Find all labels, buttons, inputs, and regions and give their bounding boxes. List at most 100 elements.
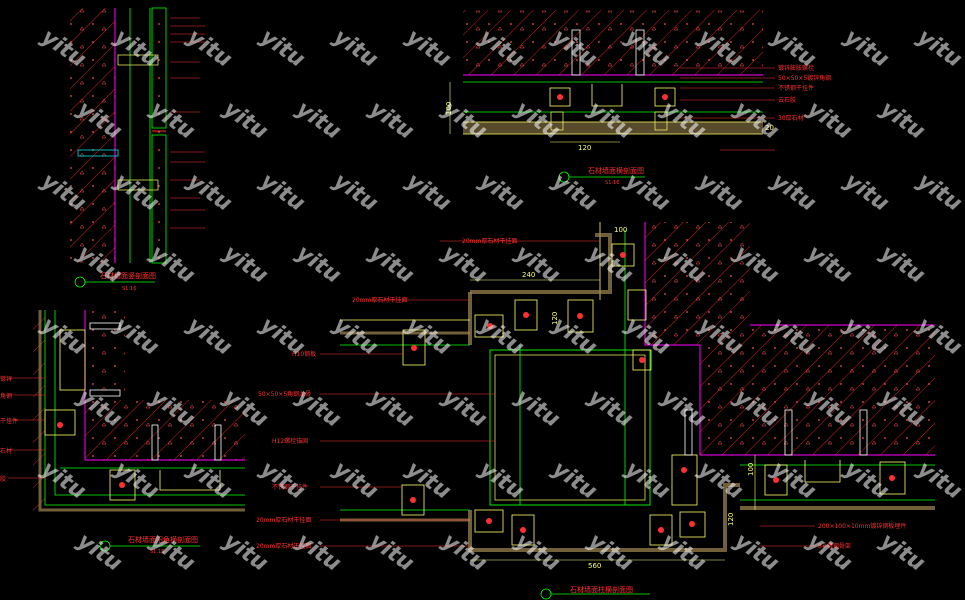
watermark-text: yitu (803, 96, 857, 144)
watermark-text: yitu (146, 96, 200, 144)
tr-label-5: 30厚石材 (778, 114, 804, 122)
watermark-text: yitu (876, 240, 930, 288)
dim-tr-d2: 120 (578, 144, 591, 152)
br-label-left-1: 20mm厚石材干挂面 (462, 237, 517, 245)
detail-bottom-right: 240 100 120 560 100 120 20mm厚石材干挂面 20mm厚… (256, 222, 935, 600)
watermark-layer: yitu yitu yitu yitu yitu yitu yitu yitu yitu yitu… (37, 24, 965, 576)
watermark-text: yitu (438, 384, 492, 432)
scale-top-left: S1:16 (122, 286, 136, 292)
watermark-text: yitu (329, 312, 383, 360)
tr-label-1: 镀锌膨胀螺栓 (778, 64, 814, 72)
watermark-text: yitu (840, 24, 894, 72)
dim-br-side: 100 (614, 226, 627, 234)
tr-label-2: 50×50×5镀锌角钢 (778, 74, 831, 82)
tr-label-3: 不锈钢干挂件 (778, 84, 814, 92)
watermark-text: yitu (694, 168, 748, 216)
bl-label-1: 镀锌 (0, 375, 12, 383)
watermark-text: yitu (803, 240, 857, 288)
watermark-text: yitu (219, 96, 273, 144)
watermark-text: yitu (767, 168, 821, 216)
watermark-text: yitu (365, 240, 419, 288)
watermark-text: yitu (329, 168, 383, 216)
watermark-text: yitu (402, 24, 456, 72)
watermark-text: yitu (840, 168, 894, 216)
title-top-left: 石材墙面竖剖面图 (100, 271, 156, 280)
watermark-text: yitu (256, 456, 310, 504)
watermark-text: yitu (183, 168, 237, 216)
scale-top-right: S1:16 (605, 180, 619, 186)
title-top-right: 石材墙面横剖面图 (588, 166, 644, 175)
br-label-left-6: 不锈钢干挂件 (272, 483, 308, 491)
watermark-text: yitu (365, 384, 419, 432)
detail-top-left: 石材墙面竖剖面图 S1:16 (70, 7, 205, 292)
br-label-left-7: 20mm厚石材干挂面 (256, 516, 311, 524)
watermark-text: yitu (402, 456, 456, 504)
watermark-text: yitu (511, 384, 565, 432)
watermark-text: yitu (365, 528, 419, 576)
watermark-text: yitu (256, 24, 310, 72)
watermark-text: yitu (548, 456, 602, 504)
scale-bottom-left: S1:16 (150, 549, 164, 555)
watermark-text: yitu (584, 384, 638, 432)
watermark-text: yitu (438, 528, 492, 576)
watermark-text: yitu (402, 168, 456, 216)
detail-top-right: 100 120 20 镀锌膨胀螺栓 50×50×5镀锌角钢 不锈钢干挂件 云石胶… (445, 10, 831, 186)
bl-label-4: 石材 (0, 447, 12, 455)
watermark-text: yitu (365, 96, 419, 144)
dim-br-right-2: 120 (727, 513, 735, 526)
watermark-text: yitu (767, 456, 821, 504)
br-label-left-5: H12螺栓锚固 (272, 437, 308, 445)
watermark-text: yitu (913, 24, 965, 72)
dim-br-bottom-width: 560 (588, 562, 601, 570)
watermark-text: yitu (329, 24, 383, 72)
watermark-text: yitu (511, 528, 565, 576)
watermark-text: yitu (110, 456, 164, 504)
watermark-text: yitu (803, 528, 857, 576)
detail-bottom-left: 镀锌 角钢 干挂件 石材 胶 石材墙面阳角横剖面图 S1:16 (0, 310, 245, 555)
watermark-text: yitu (840, 456, 894, 504)
watermark-text: yitu (548, 168, 602, 216)
bl-label-2: 角钢 (0, 392, 12, 400)
br-label-left-3: H10钢板 (292, 350, 316, 358)
br-label-right-1: 200×100×10mm镀锌钢板埋件 (818, 522, 906, 530)
watermark-text: yitu (219, 240, 273, 288)
watermark-text: yitu (621, 168, 675, 216)
watermark-text: yitu (657, 528, 711, 576)
title-bottom-right: 石材墙面柱横剖面图 (570, 585, 633, 594)
watermark-text: yitu (511, 240, 565, 288)
bl-label-3: 干挂件 (0, 417, 18, 425)
watermark-text: yitu (73, 528, 127, 576)
watermark-text: yitu (438, 240, 492, 288)
dim-br-top-width: 240 (522, 271, 535, 279)
watermark-text: yitu (511, 96, 565, 144)
watermark-text: yitu (292, 240, 346, 288)
watermark-text: yitu (219, 528, 273, 576)
dim-br-mid: 120 (551, 312, 559, 325)
watermark-text: yitu (694, 456, 748, 504)
watermark-text: yitu (730, 96, 784, 144)
br-label-left-4: 50×50×5角钢龙骨 (258, 390, 311, 398)
watermark-text: yitu (329, 456, 383, 504)
watermark-text: yitu (876, 96, 930, 144)
tr-label-4: 云石胶 (778, 96, 796, 104)
watermark-text: yitu (256, 168, 310, 216)
dim-tr-d3: 20 (765, 124, 774, 132)
watermark-text: yitu (402, 312, 456, 360)
br-label-left-2: 20mm厚石材干挂面 (352, 296, 407, 304)
watermark-text: yitu (657, 96, 711, 144)
watermark-text: yitu (292, 96, 346, 144)
br-label-right-2: 8#槽钢骨架 (818, 542, 851, 550)
watermark-text: yitu (730, 528, 784, 576)
watermark-text: yitu (146, 240, 200, 288)
dim-br-right: 100 (747, 463, 755, 476)
watermark-text: yitu (183, 456, 237, 504)
br-label-left-8: 20mm厚石材干挂面 (256, 542, 311, 550)
watermark-text: yitu (183, 24, 237, 72)
dim-tr-d1: 100 (445, 102, 453, 115)
watermark-text: yitu (292, 528, 346, 576)
title-bottom-left: 石材墙面阳角横剖面图 (128, 535, 198, 544)
watermark-text: yitu (621, 456, 675, 504)
bl-label-5: 胶 (0, 475, 6, 483)
watermark-text: yitu (876, 528, 930, 576)
